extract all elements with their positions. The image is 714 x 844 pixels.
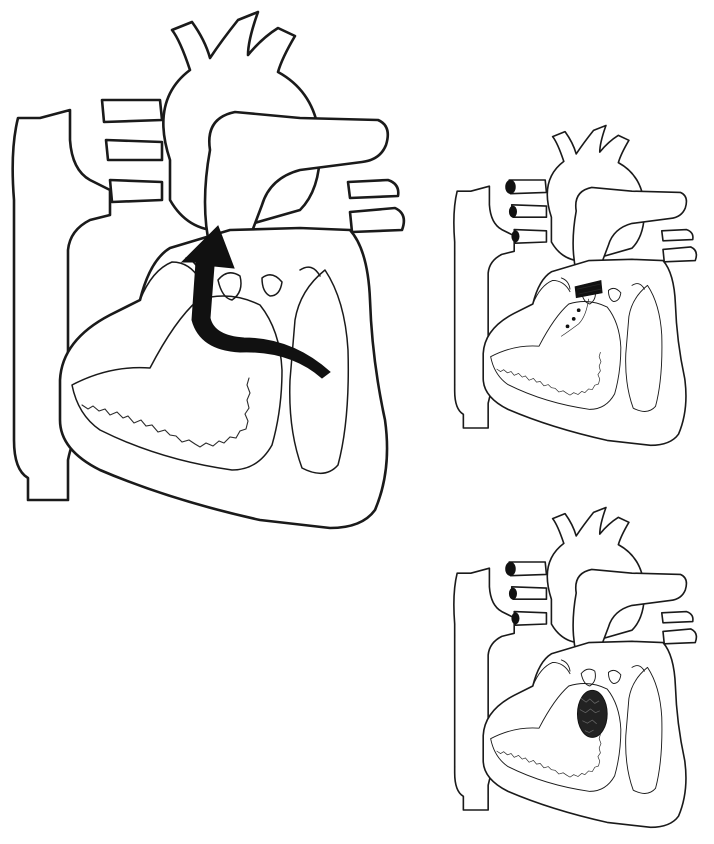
small-heart-bottom [454,507,697,827]
small-heart-top [454,125,697,445]
main-heart [13,12,404,528]
septal-patch-icon [577,690,607,737]
